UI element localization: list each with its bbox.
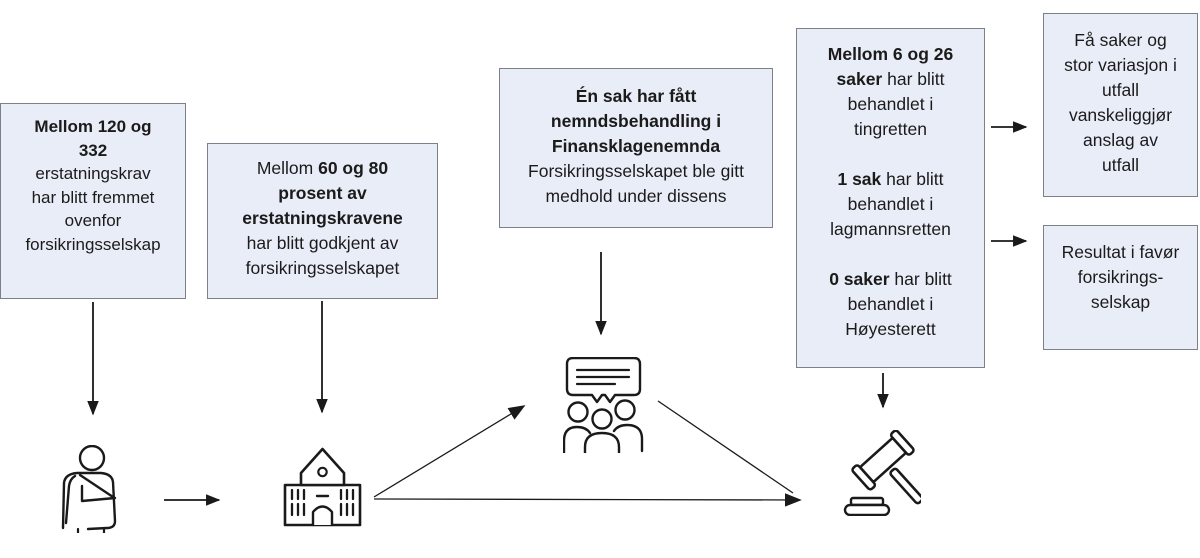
text-line: Mellom 60 og 80 [256,158,389,178]
court-cases-box: Mellom 6 og 26 saker har blitt behandlet i… [796,28,985,368]
text-line: prosent av [278,183,367,203]
text-line: Resultat i favør [1061,242,1180,262]
building-icon [283,447,362,527]
claims-filed-box: Mellom 120 og 332 erstatningskrav har blitt… [0,103,186,299]
text-line: behandlet i [847,194,934,214]
text-line: tingretten [854,119,927,139]
text-line: utfall [1102,155,1139,175]
text-line: erstatningskravene [242,208,403,228]
text-line: Én sak har fått [575,86,697,106]
few-cases-note-box: Få saker og stor variasjon i utfall vanskel… [1043,13,1198,197]
text-line: har blitt godkjent av [246,233,399,253]
text-line: 1 sak har blitt [837,169,944,189]
text-line: Mellom 120 og [34,117,152,136]
text-line: Forsikringsselskapet ble gitt [528,161,744,181]
text-line: Høyesterett [845,319,936,339]
injured-person-icon [61,445,117,533]
text-line: stor variasjon i [1064,55,1177,75]
text-line: anslag av [1083,130,1158,150]
text-line: forsikringsselskap [25,234,161,254]
text-line: selskap [1090,292,1151,312]
supreme-court-paragraph: 0 saker har blitt behandlet i Høyesterett [797,267,984,342]
text-line: medhold under dissens [545,186,727,206]
arrow-building-to-court [373,493,802,507]
text-line: utfall [1102,80,1139,100]
text-line: nemndsbehandling i [550,111,722,131]
text-line: Få saker og [1074,30,1167,50]
text-line: 332 [78,140,108,160]
text-line: erstatningskrav [35,164,151,183]
text-line: forsikrings- [1077,267,1164,287]
arrow-building-to-committee [373,405,526,498]
text-line: Finansklagenemnda [551,136,721,156]
result-note-box: Resultat i favør forsikrings-selskap [1043,225,1198,350]
text-line: behandlet i [847,94,934,114]
text-line: ovenfor [64,211,122,230]
claims-approved-box: Mellom 60 og 80 prosent av erstatningskrav… [207,143,438,299]
text-line: Mellom 6 og 26 [827,44,954,64]
text-line: 0 saker har blitt [829,269,952,289]
text-line: har blitt fremmet [31,187,155,207]
text-line: behandlet i [847,294,934,314]
arrow-committee-to-court [657,400,794,494]
complaints-board-box: Én sak har fått nemndsbehandling i Finansk… [499,68,773,228]
text-line: vanskeliggjør [1068,105,1173,125]
appeal-court-paragraph: 1 sak har blitt behandlet i lagmannsretten [797,167,984,242]
text-line: saker har blitt [836,69,945,89]
text-line: forsikringsselskapet [245,258,400,278]
district-court-paragraph: Mellom 6 og 26 saker har blitt behandlet i… [797,42,984,142]
text-line: lagmannsretten [830,219,951,239]
gavel-icon [843,430,921,516]
committee-icon [563,357,644,453]
